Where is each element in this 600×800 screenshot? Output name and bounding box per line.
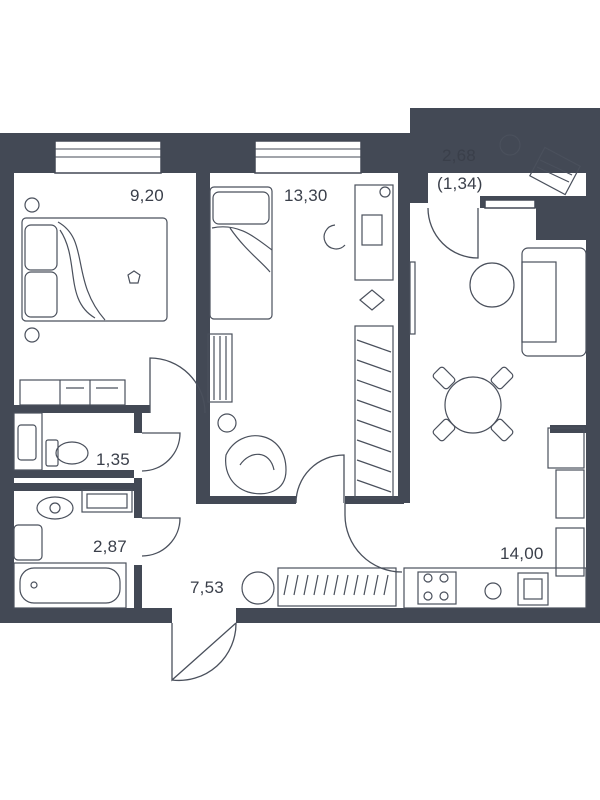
- door-swings: [141, 207, 479, 682]
- living-kitchen-furniture: [403, 247, 587, 609]
- hallway-furniture: [241, 567, 397, 607]
- balcony-furniture: [499, 134, 581, 196]
- bedroom-1-area: 9,20: [130, 186, 164, 205]
- bedroom-2-furniture: [207, 184, 394, 499]
- bathroom-area: 2,87: [93, 537, 127, 556]
- toilet-area: 1,35: [96, 450, 130, 469]
- balcony-area-reduced: (1,34): [437, 174, 483, 193]
- bath-fixtures: [13, 412, 133, 609]
- bedroom-1-furniture: [19, 197, 168, 406]
- walls: [0, 108, 600, 623]
- balcony-area: 2,68: [442, 146, 476, 165]
- hallway-area: 7,53: [190, 578, 224, 597]
- living-kitchen-area: 14,00: [500, 544, 544, 563]
- bedroom-2-area: 13,30: [284, 186, 328, 205]
